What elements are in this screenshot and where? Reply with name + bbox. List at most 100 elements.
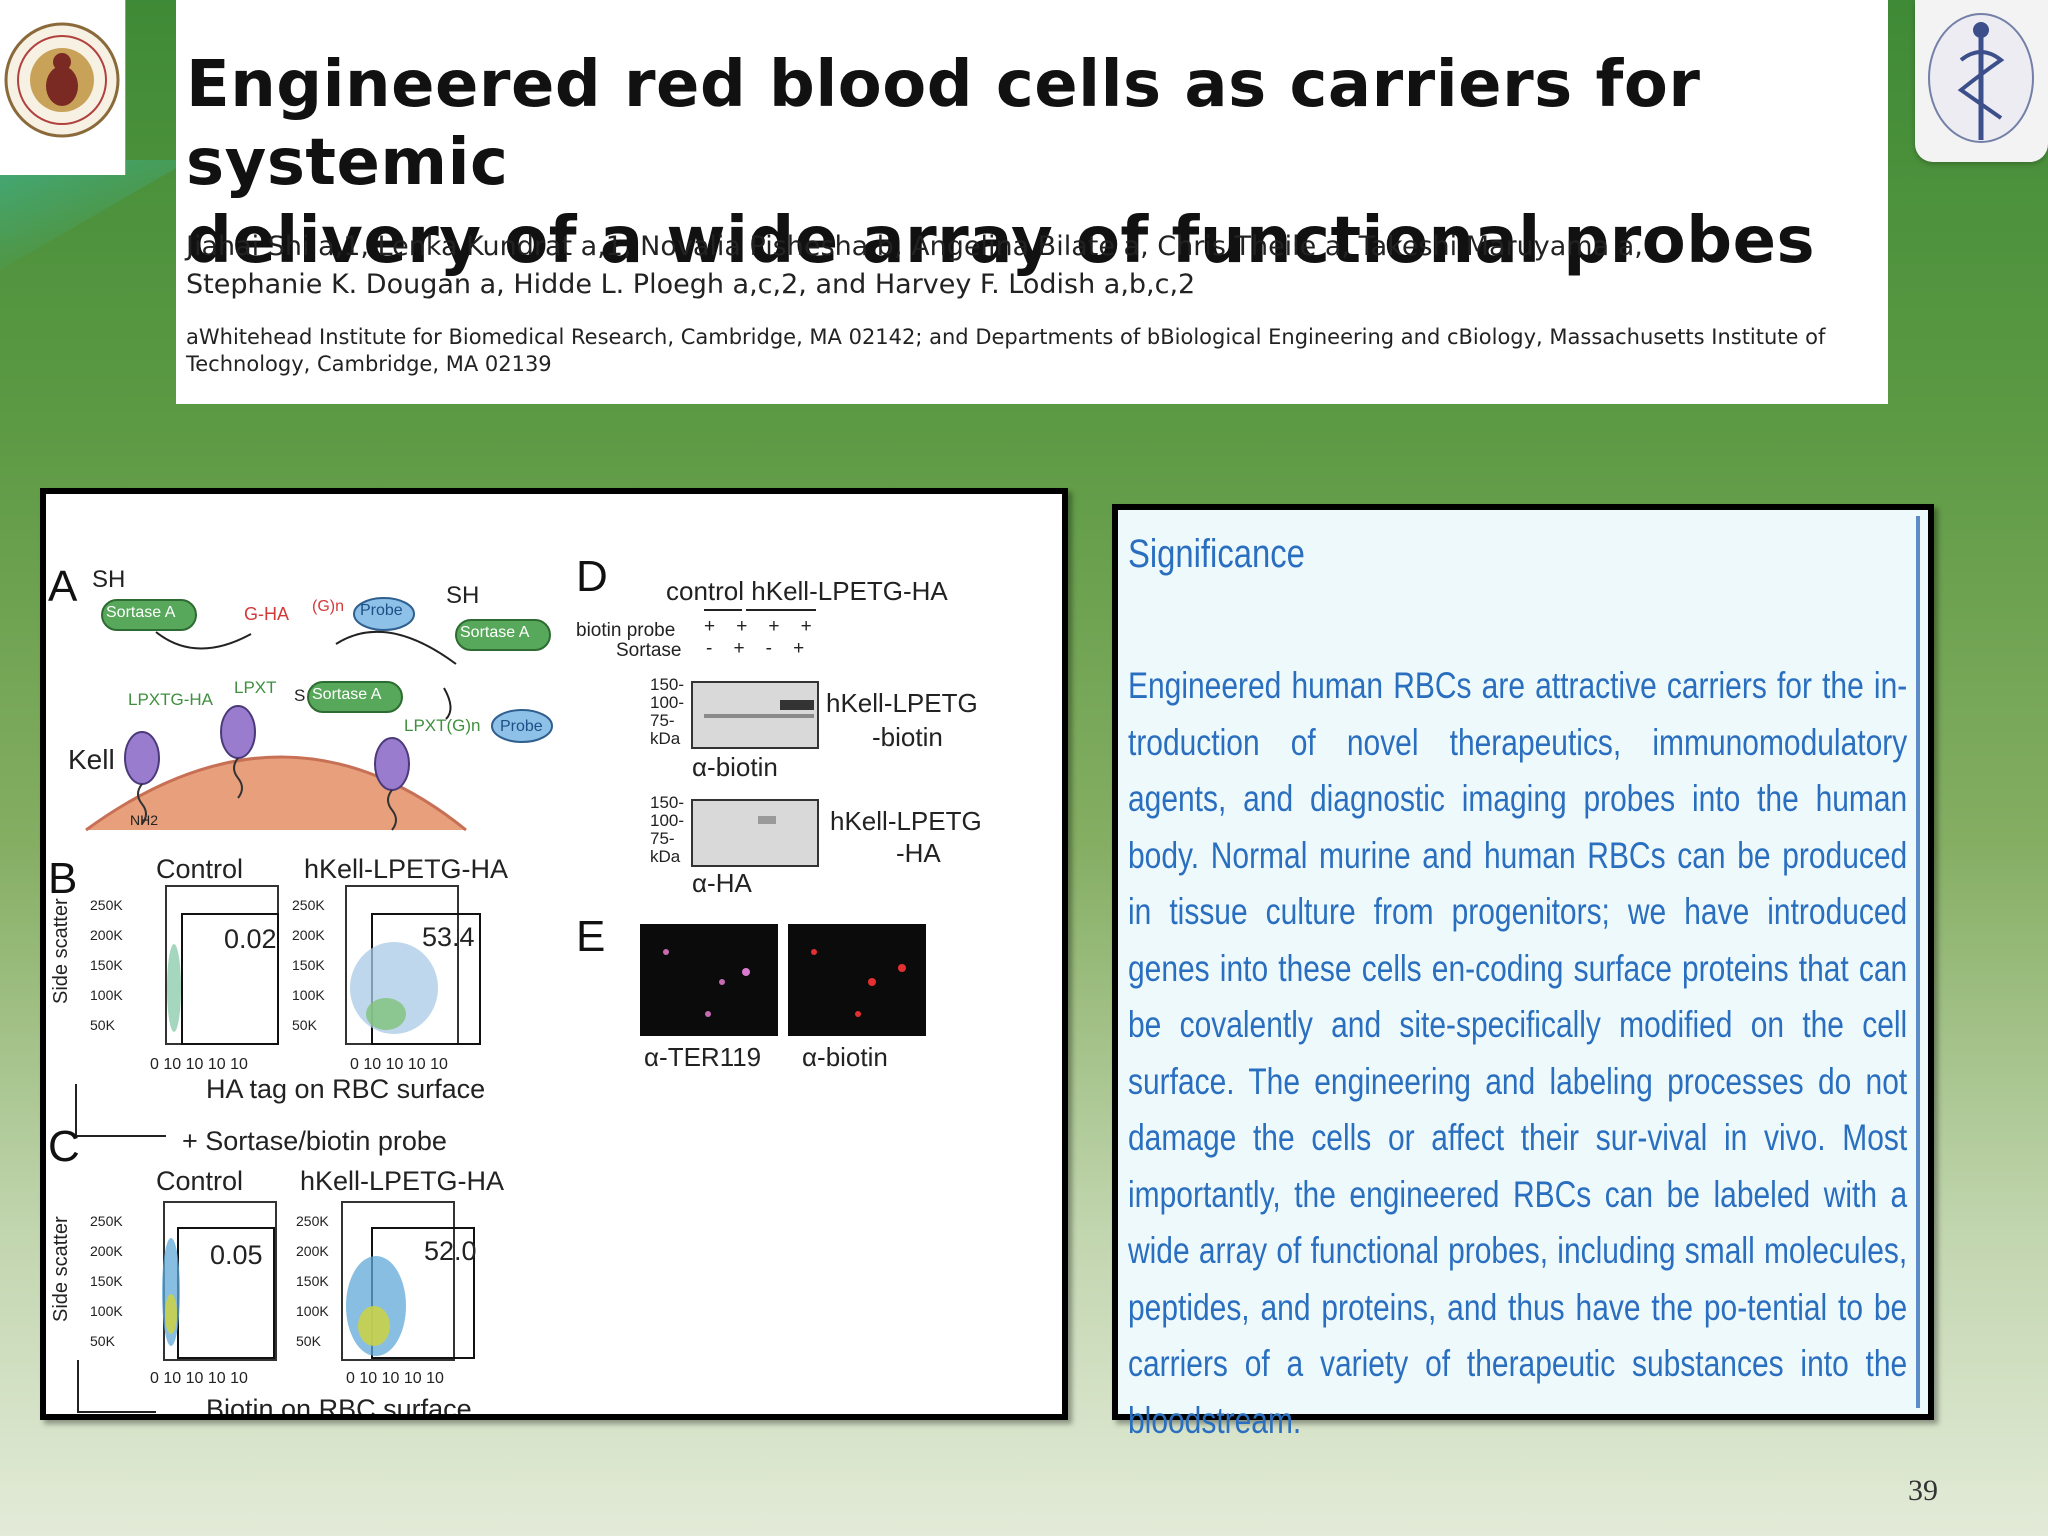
panel-letter-c: C — [48, 1122, 80, 1171]
authors-line-2: Stephanie K. Dougan a, Hidde L. Ploegh a… — [186, 269, 1196, 300]
ladder-mark: 100- — [650, 811, 685, 830]
significance-panel: Significance Engineered human RBCs are a… — [1112, 504, 1934, 1441]
gate-value-b-control: 0.02 — [224, 924, 277, 954]
cell-dot — [742, 968, 750, 976]
signs-d-sortase: - + - + — [706, 638, 805, 659]
cell-dot — [663, 949, 669, 955]
label-sh-2: SH — [446, 582, 480, 609]
probe-oval-1 — [353, 597, 415, 631]
title-line-2: delivery of a wide array of functional p… — [186, 204, 1816, 278]
significance-body: Engineered human RBCs are attractive car… — [1128, 665, 1908, 1441]
paper-header: Engineered red blood cells as carriers f… — [176, 0, 1888, 404]
tick-label: 150K — [296, 1273, 329, 1289]
tick-label: 50K — [296, 1333, 321, 1349]
sortase-pill-3 — [307, 681, 403, 713]
gate-value-c-hkell: 52.0 — [424, 1236, 477, 1266]
panel-letter-d: D — [576, 552, 608, 601]
tick-label: 150K — [90, 957, 123, 973]
label-s: S — [294, 686, 306, 705]
ticks-b-y-hkell: 250K 200K 150K 100K 50K — [292, 890, 344, 1040]
affiliation-line-2: Technology, Cambridge, MA 02139 — [186, 352, 552, 376]
university-logo-right — [1915, 0, 2048, 162]
label-d-blot1-a: hKell-LPETG — [826, 688, 978, 718]
label-sh-1: SH — [92, 566, 126, 593]
tick-label: 100K — [292, 987, 325, 1003]
label-d-blot2-b: -HA — [896, 838, 941, 868]
label-c-hkell: hKell-LPETG-HA — [300, 1166, 505, 1196]
microscopy-biotin — [788, 924, 926, 1036]
tick-label: 200K — [90, 927, 123, 943]
sortase-pill-1 — [101, 599, 197, 631]
label-probe-2: Probe — [500, 718, 543, 735]
tick-label: 150K — [90, 1273, 123, 1289]
tick-label: 250K — [90, 897, 123, 913]
label-lpxtg-ha: LPXTG-HA — [128, 690, 214, 709]
label-c-control: Control — [156, 1166, 244, 1196]
membrane-edge — [85, 755, 467, 832]
tick-label: 150K — [292, 957, 325, 973]
tick-label: 200K — [292, 927, 325, 943]
slide-number: 39 — [1908, 1474, 1938, 1507]
affiliations: aWhitehead Institute for Biomedical Rese… — [186, 324, 1876, 378]
panel-letter-e: E — [576, 912, 606, 961]
label-d-sortase: Sortase — [616, 640, 682, 661]
scatter-c-control-core — [165, 1294, 177, 1334]
ladder-mark: 75- — [650, 711, 675, 730]
tick-label: 100K — [90, 1303, 123, 1319]
gate-b-control — [181, 913, 279, 1045]
label-b-yaxis: Side scatter — [50, 898, 72, 1004]
label-d-blot1-b: -biotin — [872, 722, 943, 752]
plot-c-control — [163, 1201, 277, 1361]
cell-dot — [868, 978, 876, 986]
ticks-c-x-hkell: 0 10 10 10 10 — [346, 1370, 444, 1387]
label-d-biotin-probe: biotin probe — [576, 620, 676, 641]
ladder-mark: 75- — [650, 829, 675, 848]
ladder-d-biotin: 150- 100- 75- kDa — [650, 676, 690, 748]
cell-dot — [898, 964, 906, 972]
label-d-blot2-stain: α-HA — [692, 868, 752, 898]
label-g-ha: G-HA — [244, 604, 289, 624]
label-d-header: control hKell-LPETG-HA — [666, 576, 948, 606]
label-c-condition: + Sortase/biotin probe — [182, 1126, 447, 1156]
cell-dot — [705, 1011, 711, 1017]
scatter-b-control — [167, 944, 181, 1032]
tick-label: 200K — [296, 1243, 329, 1259]
ladder-mark: 100- — [650, 693, 685, 712]
tick-label: 200K — [90, 1243, 123, 1259]
label-b-hkell: hKell-LPETG-HA — [304, 854, 509, 884]
significance-border-line — [1916, 516, 1920, 1408]
ladder-mark: 150- — [650, 793, 685, 812]
ticks-c-x-control: 0 10 10 10 10 — [150, 1370, 248, 1387]
ticks-c-y-hkell: 250K 200K 150K 100K 50K — [296, 1206, 348, 1356]
ladder-mark: 150- — [650, 675, 685, 694]
cell-dot — [855, 1011, 861, 1017]
decorative-wedge — [0, 160, 190, 270]
label-d-blot2-a: hKell-LPETG — [830, 806, 982, 836]
label-d-blot1-stain: α-biotin — [692, 752, 778, 782]
authors-line-1: Jiahai Shi a,1, Lenka Kundrat a,1, Noval… — [186, 231, 1643, 262]
label-lpxtgn: LPXT(G)n — [404, 716, 481, 735]
label-c-xaxis: Biotin on RBC surface — [206, 1394, 472, 1420]
sortase-pill-2 — [455, 619, 551, 651]
scatter-c-hkell-core — [358, 1306, 390, 1346]
gate-value-b-hkell: 53.4 — [422, 922, 475, 952]
scatter-b-hkell-core — [366, 998, 406, 1030]
significance-heading: Significance — [1128, 532, 1305, 576]
label-e-ter119: α-TER119 — [644, 1042, 762, 1072]
reaction-arrow-3 — [443, 687, 452, 720]
title-line-1: Engineered red blood cells as carriers f… — [186, 48, 1701, 200]
probe-oval-2 — [491, 709, 553, 743]
label-probe-1: Probe — [360, 602, 403, 619]
kell-stem-1 — [137, 783, 147, 825]
label-nh2: NH2 — [130, 812, 159, 828]
tick-label: 100K — [90, 987, 123, 1003]
tick-label: 250K — [292, 897, 325, 913]
ticks-b-y-control: 250K 200K 150K 100K 50K — [90, 890, 146, 1040]
tick-label: 50K — [292, 1017, 317, 1033]
signs-d-biotin-probe: + + + + — [704, 616, 812, 637]
label-e-biotin: α-biotin — [802, 1042, 888, 1072]
kell-protein-2 — [220, 705, 256, 759]
university-logo-left — [0, 0, 126, 175]
label-b-xaxis: HA tag on RBC surface — [206, 1074, 486, 1104]
label-c-yaxis: Side scatter — [50, 1216, 72, 1322]
